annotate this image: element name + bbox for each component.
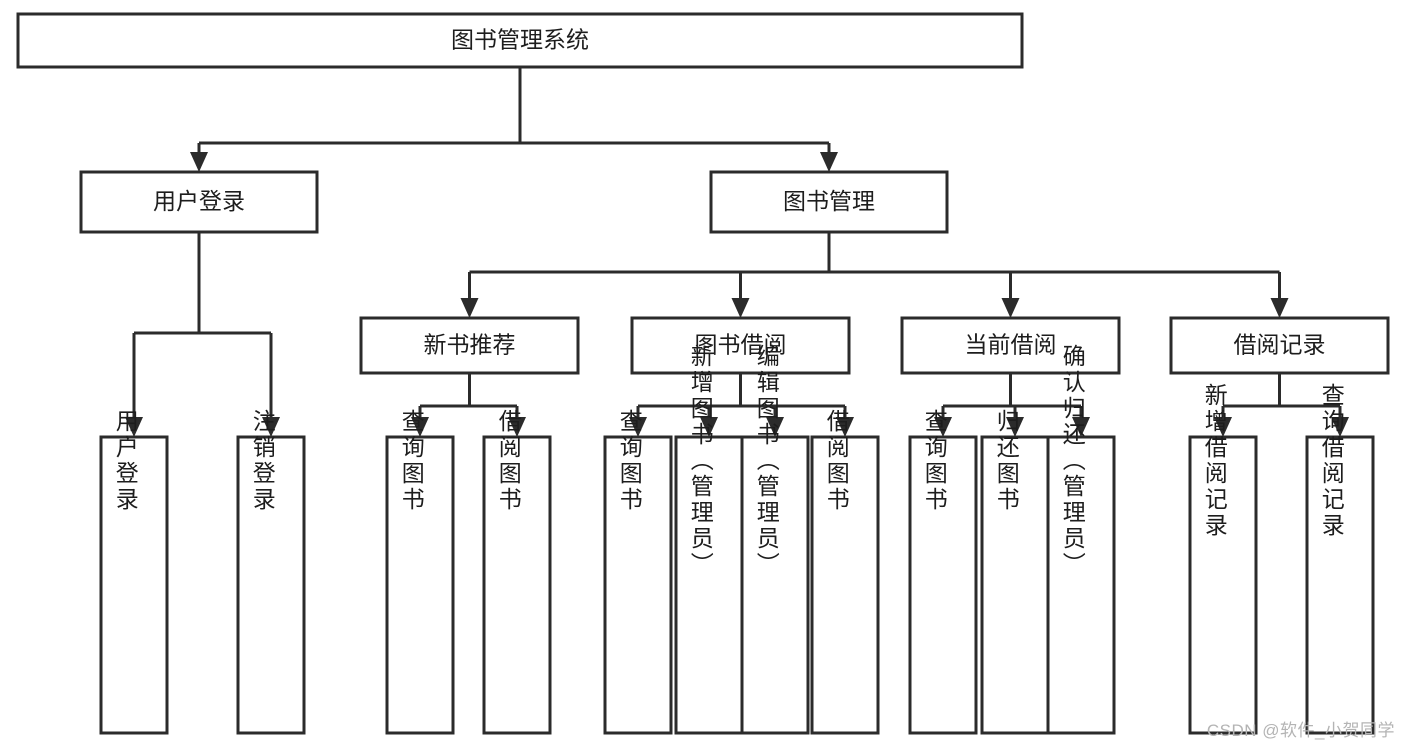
- node-label-user-login: 用户登录: [153, 188, 245, 214]
- node-box-leaf-query-record[interactable]: [1305, 435, 1375, 735]
- node-book-borrow[interactable]: 图书借阅: [630, 316, 851, 375]
- node-label-leaf-query-book-1: 查询图书: [398, 409, 425, 513]
- arrow-head-icon: [836, 417, 854, 437]
- node-leaf-add-record[interactable]: 新增借阅记录: [1188, 383, 1258, 735]
- node-box-leaf-borrow-book-2[interactable]: [810, 435, 880, 735]
- node-root[interactable]: 图书管理系统: [16, 12, 1024, 69]
- node-box-leaf-query-book-3[interactable]: [908, 435, 978, 735]
- arrow-head-icon: [125, 417, 143, 437]
- arrow-head-icon: [190, 152, 208, 172]
- node-box-leaf-confirm-return[interactable]: [1046, 435, 1116, 735]
- arrow-head-icon: [766, 417, 784, 437]
- node-label-leaf-confirm-return: 确认归还（管理员）: [1059, 344, 1086, 578]
- arrow-head-icon: [1001, 298, 1020, 318]
- node-label-book-manage: 图书管理: [783, 188, 875, 214]
- node-box-leaf-user-login[interactable]: [99, 435, 169, 735]
- node-leaf-confirm-return[interactable]: 确认归还（管理员）: [1046, 344, 1116, 735]
- arrow-head-icon: [700, 417, 718, 437]
- node-label-leaf-add-book: 新增图书（管理员）: [687, 344, 714, 578]
- node-leaf-return-book[interactable]: 归还图书: [980, 409, 1050, 735]
- node-leaf-borrow-book-1[interactable]: 借阅图书: [482, 409, 552, 735]
- watermark-text: CSDN @软件_小贺同学: [1206, 721, 1395, 740]
- node-label-leaf-borrow-book-1: 借阅图书: [495, 409, 522, 513]
- node-box-borrow-record[interactable]: [1169, 316, 1390, 375]
- node-leaf-query-record[interactable]: 查询借阅记录: [1305, 383, 1375, 735]
- arrow-head-icon: [262, 417, 280, 437]
- arrow-head-icon: [1006, 417, 1024, 437]
- node-leaf-query-book-1[interactable]: 查询图书: [385, 409, 455, 735]
- node-label-current-borrow: 当前借阅: [965, 332, 1057, 358]
- node-label-root: 图书管理系统: [451, 27, 589, 53]
- node-box-leaf-return-book[interactable]: [980, 435, 1050, 735]
- node-leaf-logout[interactable]: 注销登录: [236, 409, 306, 735]
- arrow-head-icon: [820, 152, 838, 172]
- node-box-leaf-borrow-book-1[interactable]: [482, 435, 552, 735]
- arrow-head-icon: [629, 417, 647, 437]
- node-box-book-borrow[interactable]: [630, 316, 851, 375]
- node-leaf-query-book-3[interactable]: 查询图书: [908, 409, 978, 735]
- arrow-head-icon: [1331, 417, 1349, 437]
- node-label-leaf-return-book: 归还图书: [993, 409, 1020, 513]
- node-label-leaf-user-login: 用户登录: [112, 409, 139, 513]
- node-box-user-login[interactable]: [79, 170, 319, 234]
- arrow-head-icon: [934, 417, 952, 437]
- node-label-borrow-record: 借阅记录: [1234, 332, 1326, 358]
- node-label-leaf-query-record: 查询借阅记录: [1318, 383, 1345, 539]
- node-box-leaf-query-book-1[interactable]: [385, 435, 455, 735]
- node-box-new-book-recommend[interactable]: [359, 316, 580, 375]
- node-label-book-borrow: 图书借阅: [695, 332, 787, 358]
- arrow-head-icon: [1072, 417, 1090, 437]
- node-layer: 图书管理系统用户登录图书管理新书推荐图书借阅当前借阅借阅记录用户登录注销登录查询…: [16, 12, 1390, 735]
- node-box-leaf-logout[interactable]: [236, 435, 306, 735]
- node-current-borrow[interactable]: 当前借阅: [900, 316, 1121, 375]
- node-leaf-borrow-book-2[interactable]: 借阅图书: [810, 409, 880, 735]
- node-leaf-user-login[interactable]: 用户登录: [99, 409, 169, 735]
- node-label-new-book-recommend: 新书推荐: [424, 332, 516, 358]
- node-label-leaf-query-book-3: 查询图书: [921, 409, 948, 513]
- arrow-head-icon: [411, 417, 429, 437]
- arrow-head-icon: [508, 417, 526, 437]
- node-box-leaf-edit-book[interactable]: [740, 435, 810, 735]
- node-leaf-edit-book[interactable]: 编辑图书（管理员）: [740, 344, 810, 735]
- node-label-leaf-add-record: 新增借阅记录: [1201, 383, 1228, 539]
- arrow-head-icon: [1270, 298, 1289, 318]
- node-leaf-add-book[interactable]: 新增图书（管理员）: [674, 344, 744, 735]
- arrow-head-icon: [1214, 417, 1232, 437]
- node-box-current-borrow[interactable]: [900, 316, 1121, 375]
- node-box-book-manage[interactable]: [709, 170, 949, 234]
- node-label-leaf-borrow-book-2: 借阅图书: [823, 409, 850, 513]
- node-label-leaf-edit-book: 编辑图书（管理员）: [753, 344, 780, 578]
- node-label-leaf-query-book-2: 查询图书: [616, 409, 643, 513]
- connector-layer: [125, 67, 1349, 437]
- node-leaf-query-book-2[interactable]: 查询图书: [603, 409, 673, 735]
- node-box-root[interactable]: [16, 12, 1024, 69]
- node-new-book-recommend[interactable]: 新书推荐: [359, 316, 580, 375]
- node-borrow-record[interactable]: 借阅记录: [1169, 316, 1390, 375]
- node-book-manage[interactable]: 图书管理: [709, 170, 949, 234]
- node-user-login[interactable]: 用户登录: [79, 170, 319, 234]
- node-box-leaf-add-record[interactable]: [1188, 435, 1258, 735]
- arrow-head-icon: [731, 298, 750, 318]
- node-label-leaf-logout: 注销登录: [249, 409, 276, 513]
- node-box-leaf-query-book-2[interactable]: [603, 435, 673, 735]
- arrow-head-icon: [460, 298, 479, 318]
